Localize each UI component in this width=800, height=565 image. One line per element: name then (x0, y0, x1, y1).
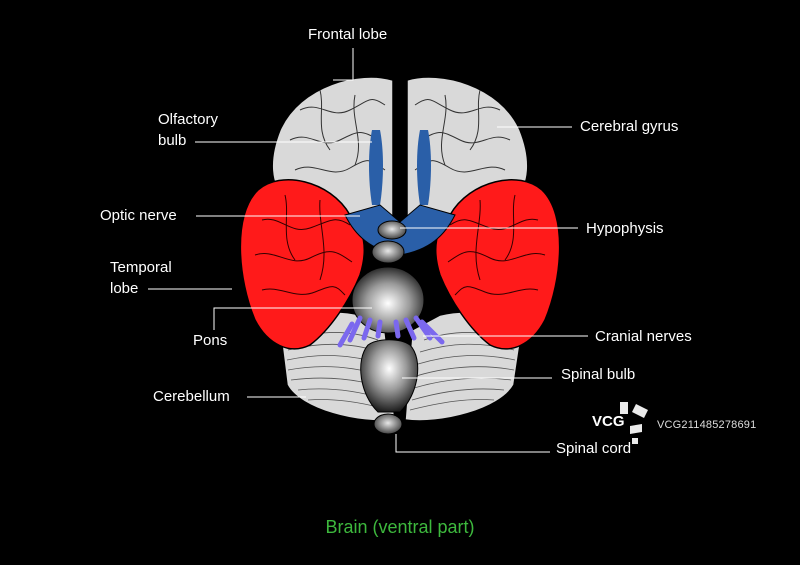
label-cranial-nerves: Cranial nerves (595, 328, 692, 345)
vcg-logo-petals-icon (620, 402, 648, 444)
leader-pons (213, 307, 372, 330)
label-temporal-lobe-line1: Temporal (110, 259, 172, 276)
vcg-logo-text: VCG (592, 413, 625, 430)
spinal-cord-shape (373, 413, 403, 435)
label-olfactory-bulb-line1: Olfactory (158, 111, 219, 128)
hypophysis-shape (371, 220, 407, 264)
leader-frontal-lobe (333, 48, 354, 81)
label-hypophysis: Hypophysis (586, 220, 664, 237)
label-spinal-cord: Spinal cord (556, 440, 632, 457)
leader-spinal-cord (395, 434, 550, 453)
diagram-caption: Brain (ventral part) (325, 517, 475, 537)
olfactory-bulb-shape (369, 130, 431, 205)
label-optic-nerve: Optic nerve (100, 207, 177, 224)
label-pons: Pons (193, 332, 228, 349)
label-temporal-lobe-line2: lobe (110, 280, 139, 297)
label-cerebral-gyrus: Cerebral gyrus (580, 118, 679, 135)
label-olfactory-bulb-line2: bulb (158, 132, 187, 149)
watermark-id: VCG211485278691 (657, 419, 757, 431)
temporal-lobe-shape (239, 179, 561, 350)
label-cerebellum: Cerebellum (153, 388, 230, 405)
vcg-logo: VCG (592, 402, 648, 444)
pons-shape (351, 266, 425, 334)
label-frontal-lobe: Frontal lobe (308, 26, 388, 43)
spinal-bulb-shape (360, 339, 419, 413)
label-spinal-bulb: Spinal bulb (561, 366, 636, 383)
cranial-nerves-shape (337, 315, 445, 348)
